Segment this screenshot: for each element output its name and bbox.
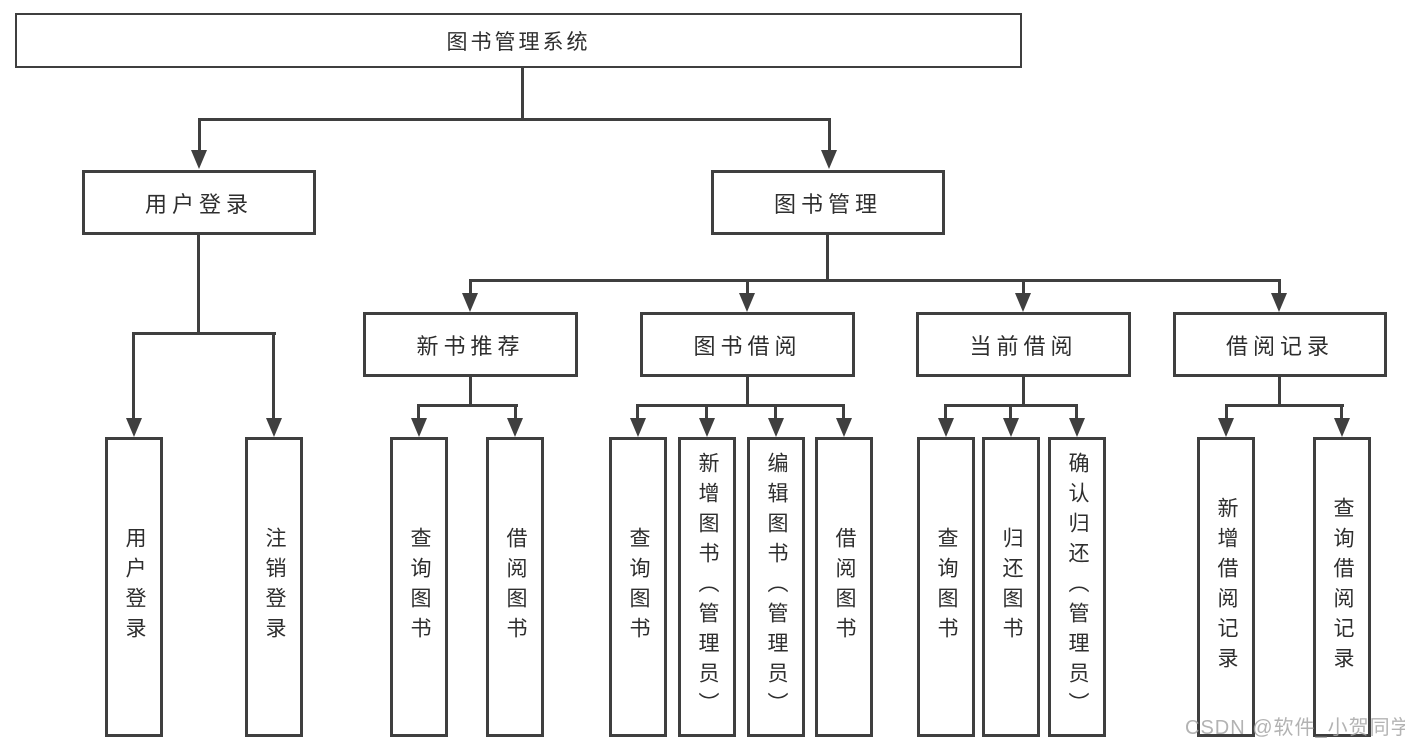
node-library-management-system: 图书管理系统 [15,13,1022,68]
connector-line [944,404,947,418]
connector-arrow [1218,418,1234,437]
connector-arrow [836,418,852,437]
node-user-login-branch: 用户登录 [82,170,316,235]
connector-line [198,118,201,151]
csdn-watermark: CSDN @软件_小贺同学 [1185,717,1405,739]
connector-line [132,332,276,335]
leaf-borrow-books-borrowing: 借阅图书 [815,437,873,737]
connector-arrow [1271,293,1287,312]
connector-line [1278,279,1281,293]
connector-line [1225,404,1344,407]
connector-arrow [266,418,282,437]
connector-line [1009,404,1012,418]
node-current-borrowing: 当前借阅 [916,312,1131,377]
connector-line [272,332,275,418]
leaf-borrow-books-recommend: 借阅图书 [486,437,544,737]
connector-arrow [191,150,207,169]
connector-arrow [630,418,646,437]
connector-line [636,404,639,418]
connector-arrow [1003,418,1019,437]
connector-line [417,404,420,418]
connector-arrow [411,418,427,437]
connector-arrow [462,293,478,312]
connector-line [842,404,845,418]
node-new-book-recommendation: 新书推荐 [363,312,578,377]
leaf-query-borrow-record: 查询借阅记录 [1313,437,1371,737]
connector-line [636,404,845,407]
connector-arrow [739,293,755,312]
connector-line [746,376,749,406]
connector-line [1278,376,1281,406]
leaf-return-books: 归还图书 [982,437,1040,737]
connector-line [198,118,831,121]
connector-line [746,279,749,293]
connector-arrow [507,418,523,437]
connector-line [514,404,517,418]
connector-arrow [1069,418,1085,437]
connector-line [1225,404,1228,418]
connector-arrow [821,150,837,169]
connector-line [197,234,200,334]
leaf-query-books-borrowing: 查询图书 [609,437,667,737]
connector-line [1022,376,1025,406]
leaf-query-books-recommend: 查询图书 [390,437,448,737]
connector-line [469,279,472,293]
connector-arrow [1334,418,1350,437]
connector-arrow [938,418,954,437]
leaf-add-borrow-record: 新增借阅记录 [1197,437,1255,737]
node-borrowing-records: 借阅记录 [1173,312,1387,377]
leaf-query-books-current: 查询图书 [917,437,975,737]
connector-line [417,404,518,407]
node-book-management-branch: 图书管理 [711,170,945,235]
connector-line [1340,404,1343,418]
connector-arrow [768,418,784,437]
connector-line [1075,404,1078,418]
node-book-borrowing: 图书借阅 [640,312,855,377]
connector-line [828,118,831,151]
connector-line [132,332,135,418]
leaf-confirm-return-admin: 确认归还（管理员） [1048,437,1106,737]
connector-line [1022,279,1025,293]
leaf-user-login: 用户登录 [105,437,163,737]
connector-line [469,279,1281,282]
connector-arrow [699,418,715,437]
connector-line [521,66,524,121]
connector-line [826,234,829,282]
leaf-logout-login: 注销登录 [245,437,303,737]
leaf-add-book-admin: 新增图书（管理员） [678,437,736,737]
connector-line [705,404,708,418]
connector-arrow [1015,293,1031,312]
leaf-edit-book-admin: 编辑图书（管理员） [747,437,805,737]
connector-line [774,404,777,418]
connector-line [469,376,472,406]
connector-arrow [126,418,142,437]
